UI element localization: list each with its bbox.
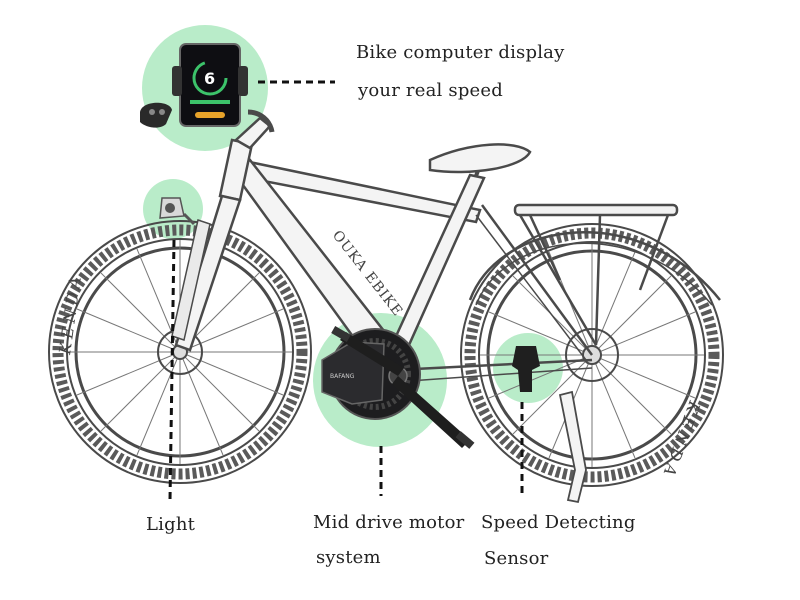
display-label-line1: Bike computer display [356,42,565,63]
bike-computer-display: 6 [140,43,248,128]
bike-frame [171,109,594,504]
light-label: Light [146,514,196,535]
leader-lines [168,80,524,501]
front-wheel [48,220,312,484]
rear-fender-rack [468,203,721,346]
remote-control [140,102,172,128]
sensor-label-line1: Speed Detecting [481,512,636,533]
motor-label-line2: system [316,547,381,568]
leader-light [168,239,176,501]
motor-logo: BAFANG [330,373,355,380]
motor-label-line1: Mid drive motor [313,512,465,533]
display-speed: 6 [204,69,215,88]
display-label-line2: your real speed [358,80,503,101]
speed-sensor [512,346,540,392]
sensor-label-line2: Sensor [484,548,549,569]
mid-drive-motor: BAFANG [321,326,475,449]
headlight [159,197,196,226]
